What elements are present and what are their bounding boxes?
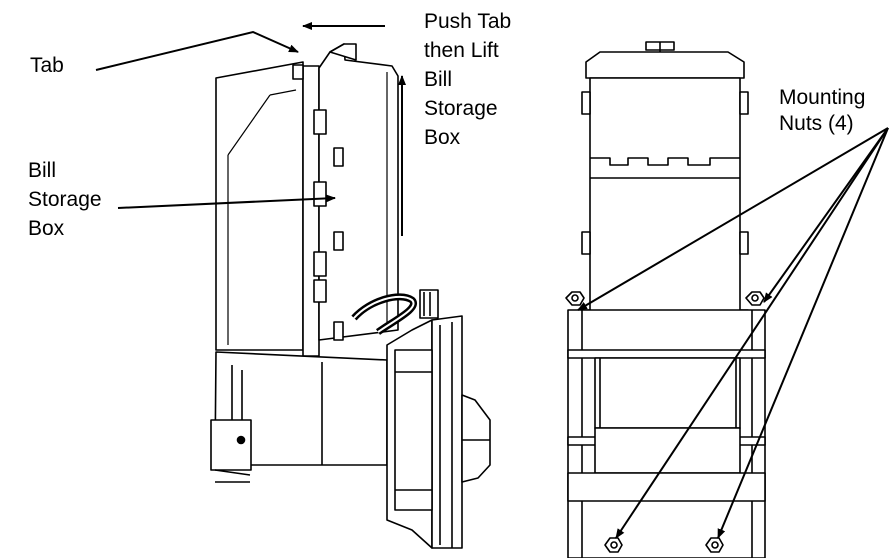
side-view-drawing xyxy=(211,44,490,548)
mounting-nuts-label: Mounting Nuts (4) xyxy=(779,86,866,135)
nut-leader-arrow-1 xyxy=(577,128,888,310)
push-tab-label: Push Tab then Lift Bill Storage Box xyxy=(424,10,512,149)
tab-leader-arrow xyxy=(96,32,299,70)
nut-leader-arrow-2 xyxy=(764,128,888,303)
tab-label: Tab xyxy=(30,54,64,77)
bill-storage-box-label: Bill Storage Box xyxy=(28,159,102,240)
nut-leader-arrow-3 xyxy=(616,128,888,539)
nut-leader-arrow-4 xyxy=(718,128,888,539)
front-view-drawing xyxy=(566,42,765,558)
storage-box-leader-arrow xyxy=(118,194,336,208)
leader-lines xyxy=(96,22,888,539)
